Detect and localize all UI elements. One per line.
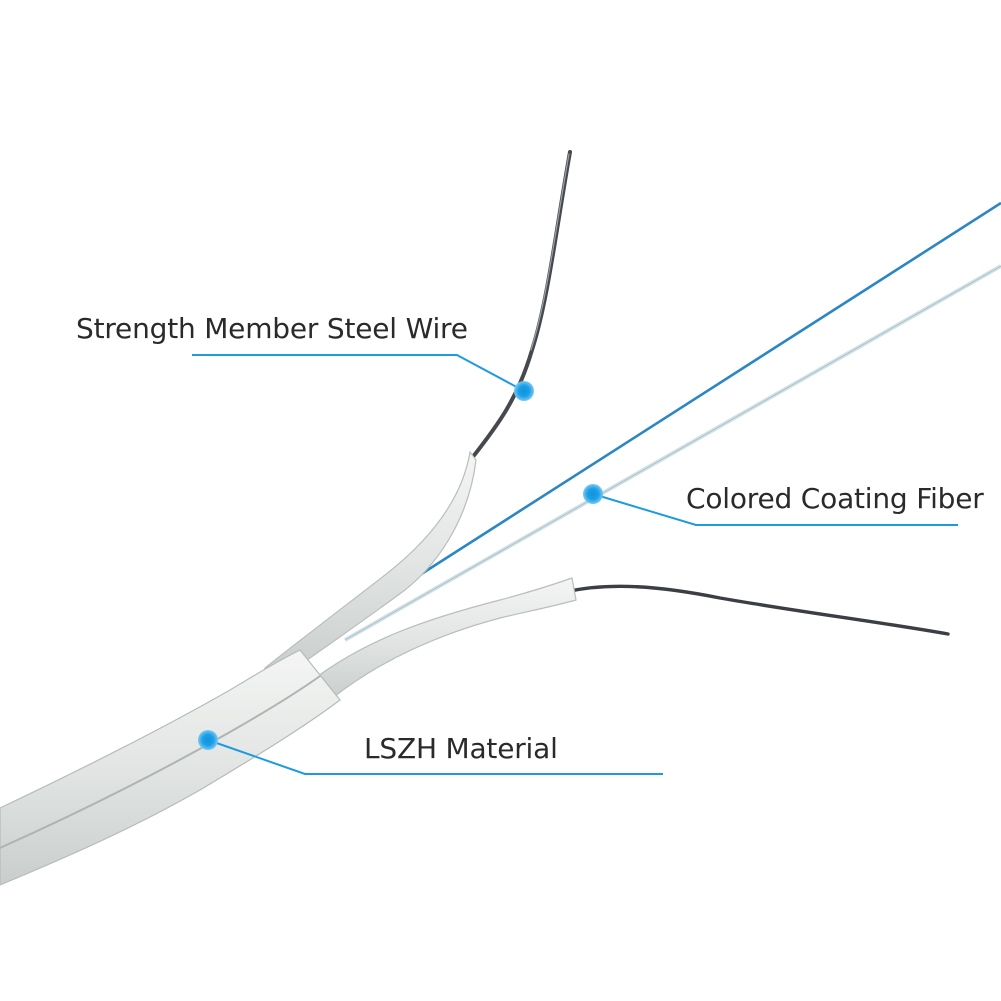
steel-wire-lower — [563, 584, 950, 636]
label-colored-coating-fiber: Colored Coating Fiber — [686, 482, 984, 515]
callout-marker-icon — [583, 484, 603, 504]
fiber-blue — [361, 201, 1001, 614]
callout-line-coating-fiber — [592, 493, 958, 526]
fiber-natural-edge — [344, 265, 1001, 641]
callout-line-steel-wire — [192, 354, 525, 392]
cable-jacket-main — [0, 649, 341, 886]
callout-marker-icon — [514, 381, 534, 401]
label-strength-member-steel-wire: Strength Member Steel Wire — [76, 312, 468, 345]
steel-wire-upper — [470, 150, 572, 460]
steel-wire-upper-highlight — [530, 153, 570, 351]
jacket-lower-strip — [298, 577, 577, 701]
callout-marker-icon — [198, 730, 218, 750]
label-lszh-material: LSZH Material — [364, 732, 558, 765]
jacket-upper-strip — [263, 450, 477, 673]
callout-line-lszh — [207, 739, 663, 775]
